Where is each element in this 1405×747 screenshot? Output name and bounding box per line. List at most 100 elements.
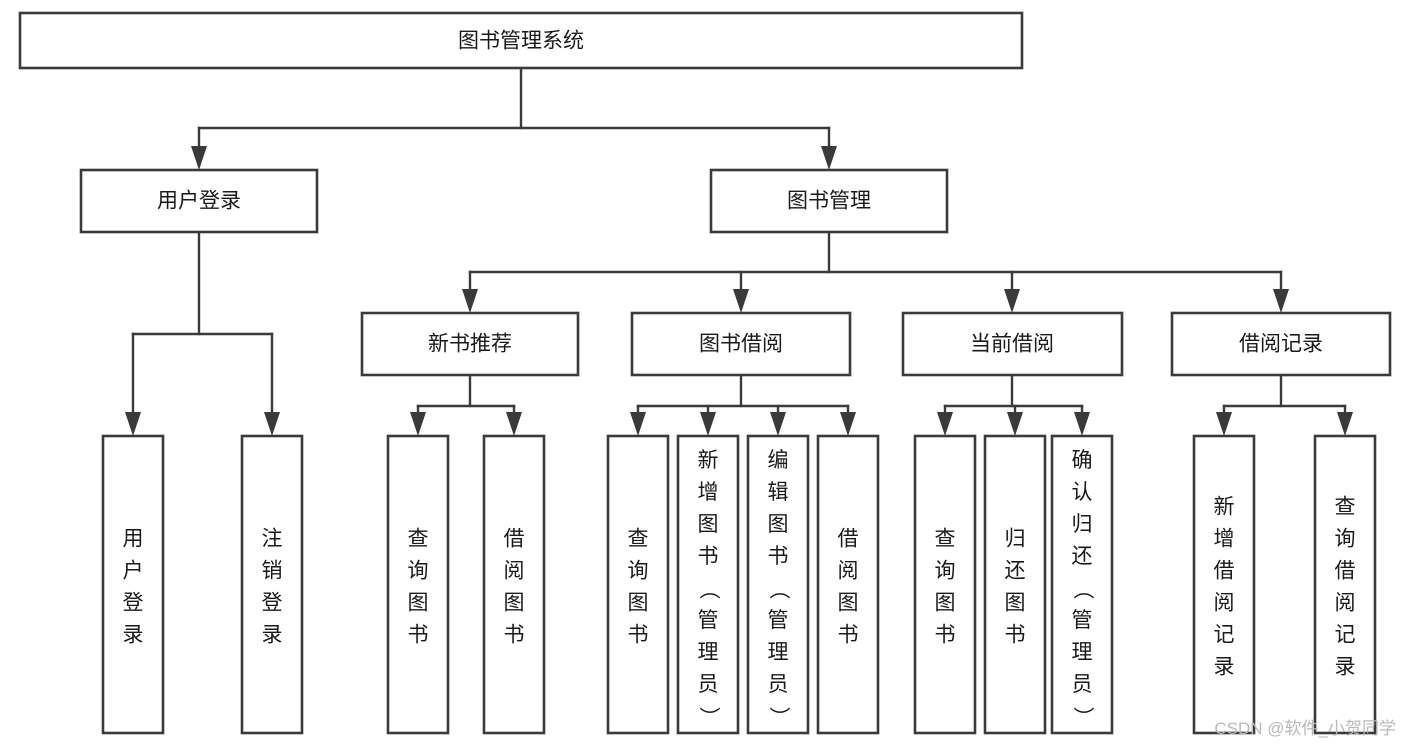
leaf-user-logout-glyph: 销	[262, 559, 283, 582]
leaf-query-record-glyph: 阅	[1335, 591, 1356, 614]
leaf-user-login-glyph: 用	[123, 527, 144, 550]
leaf-add-record-glyph: 增	[1214, 527, 1235, 550]
leaf-add-book-glyph: 图	[698, 513, 719, 536]
node-leaf-add-book-box[interactable]	[676, 434, 740, 735]
leaf-query-book-bb-glyph: 图	[628, 591, 649, 614]
leaf-query-book-bb-glyph: 查	[628, 527, 649, 550]
node-leaf-query-book-cb-box[interactable]	[913, 434, 977, 735]
node-leaf-confirm-return[interactable]	[1050, 434, 1114, 735]
arrowhead-to-new-book-recommend	[462, 289, 478, 313]
node-user-login-box[interactable]	[79, 168, 319, 234]
leaf-borrow-book-rec-glyph: 书	[504, 623, 525, 646]
node-leaf-query-book-cb[interactable]	[913, 434, 977, 735]
leaf-confirm-return-glyph: 员	[1072, 673, 1093, 696]
node-borrow-record-box[interactable]	[1170, 311, 1392, 377]
leaf-query-book-cb-glyph: 查	[935, 527, 956, 550]
leaf-label-layer: 用户登录注销登录查询图书借阅图书查询图书新增图书（管理员）编辑图书（管理员）借阅…	[123, 449, 1356, 728]
leaf-add-record-glyph: 录	[1214, 655, 1235, 678]
arrowhead-to-book-borrow	[733, 289, 749, 313]
node-leaf-borrow-book-rec[interactable]	[482, 434, 546, 735]
node-leaf-add-book[interactable]	[676, 434, 740, 735]
node-leaf-user-logout-box[interactable]	[240, 434, 304, 735]
leaf-user-login-label: 用户登录	[123, 527, 144, 646]
node-leaf-edit-book[interactable]	[746, 434, 810, 735]
node-leaf-query-book-rec[interactable]	[386, 434, 450, 735]
node-leaf-user-logout[interactable]	[240, 434, 304, 735]
node-leaf-borrow-book-bb-box[interactable]	[816, 434, 880, 735]
node-leaf-borrow-book-rec-box[interactable]	[482, 434, 546, 735]
leaf-borrow-book-bb-glyph: 书	[838, 623, 859, 646]
leaf-user-logout-glyph: 注	[262, 527, 283, 550]
arrowhead-cb-leaf-3	[1074, 412, 1090, 436]
node-borrow-record-label: 借阅记录	[1239, 333, 1323, 356]
arrowhead-nbr-leaf-2	[506, 412, 522, 436]
arrowhead-to-borrow-record	[1273, 289, 1289, 313]
node-leaf-query-book-bb-box[interactable]	[606, 434, 670, 735]
leaf-edit-book-glyph: 编	[768, 449, 789, 472]
leaf-borrow-book-bb-glyph: 借	[838, 527, 859, 550]
leaf-user-login-glyph: 录	[123, 623, 144, 646]
leaf-confirm-return-glyph: 归	[1072, 513, 1093, 536]
node-user-login[interactable]: 用户登录	[79, 168, 319, 234]
leaf-add-book-glyph: 管	[698, 609, 719, 632]
leaf-query-book-cb-glyph: 图	[935, 591, 956, 614]
node-leaf-query-record[interactable]	[1313, 434, 1377, 735]
node-leaf-edit-book-box[interactable]	[746, 434, 810, 735]
leaf-confirm-return-glyph: 管	[1072, 609, 1093, 632]
arrowhead-root-to-user-login	[191, 146, 207, 170]
leaf-borrow-book-bb-glyph: 阅	[838, 559, 859, 582]
leaf-borrow-book-rec-glyph: 图	[504, 591, 525, 614]
leaf-query-book-bb-glyph: 询	[628, 559, 649, 582]
node-root[interactable]: 图书管理系统	[18, 11, 1024, 70]
node-book-manage[interactable]: 图书管理	[709, 168, 949, 234]
node-leaf-query-record-box[interactable]	[1313, 434, 1377, 735]
leaf-edit-book-glyph: ）	[767, 706, 790, 727]
leaf-query-record-glyph: 记	[1335, 623, 1356, 646]
leaf-add-book-glyph: （	[697, 578, 720, 599]
node-leaf-borrow-book-bb[interactable]	[816, 434, 880, 735]
node-user-login-label: 用户登录	[157, 190, 241, 213]
node-leaf-query-book-rec-box[interactable]	[386, 434, 450, 735]
node-current-borrow[interactable]: 当前借阅	[901, 311, 1124, 377]
node-leaf-add-record[interactable]	[1192, 434, 1256, 735]
leaf-borrow-book-rec-glyph: 借	[504, 527, 525, 550]
node-book-borrow[interactable]: 图书借阅	[630, 311, 852, 377]
leaf-add-book-glyph: 理	[698, 641, 719, 664]
node-leaf-return-book[interactable]	[983, 434, 1047, 735]
node-book-borrow-box[interactable]	[630, 311, 852, 377]
node-leaf-user-login-box[interactable]	[101, 434, 165, 735]
csdn-watermark: CSDN @软件_小贺同学	[1214, 719, 1396, 738]
node-leaf-user-login[interactable]	[101, 434, 165, 735]
node-leaf-add-record-box[interactable]	[1192, 434, 1256, 735]
leaf-user-logout-glyph: 登	[262, 591, 283, 614]
node-new-book-recommend[interactable]: 新书推荐	[360, 311, 580, 377]
leaf-edit-book-glyph: （	[767, 578, 790, 599]
node-current-borrow-box[interactable]	[901, 311, 1124, 377]
node-leaf-confirm-return-box[interactable]	[1050, 434, 1114, 735]
node-leaf-query-book-bb[interactable]	[606, 434, 670, 735]
leaf-query-book-rec-glyph: 图	[408, 591, 429, 614]
node-leaf-return-book-box[interactable]	[983, 434, 1047, 735]
leaf-query-book-bb-glyph: 书	[628, 623, 649, 646]
connector-layer	[125, 66, 1353, 436]
arrowhead-bb-leaf-1	[630, 412, 646, 436]
node-book-manage-label: 图书管理	[787, 190, 871, 213]
node-book-manage-box[interactable]	[709, 168, 949, 234]
leaf-query-record-glyph: 借	[1335, 559, 1356, 582]
leaf-return-book-glyph: 图	[1005, 591, 1026, 614]
node-borrow-record[interactable]: 借阅记录	[1170, 311, 1392, 377]
leaf-borrow-book-rec-glyph: 阅	[504, 559, 525, 582]
node-new-book-recommend-box[interactable]	[360, 311, 580, 377]
leaf-add-book-glyph: 书	[698, 545, 719, 568]
node-root-box[interactable]	[18, 11, 1024, 70]
node-root-label: 图书管理系统	[458, 30, 584, 53]
leaf-return-book-glyph: 书	[1005, 623, 1026, 646]
leaf-return-book-glyph: 归	[1005, 527, 1026, 550]
